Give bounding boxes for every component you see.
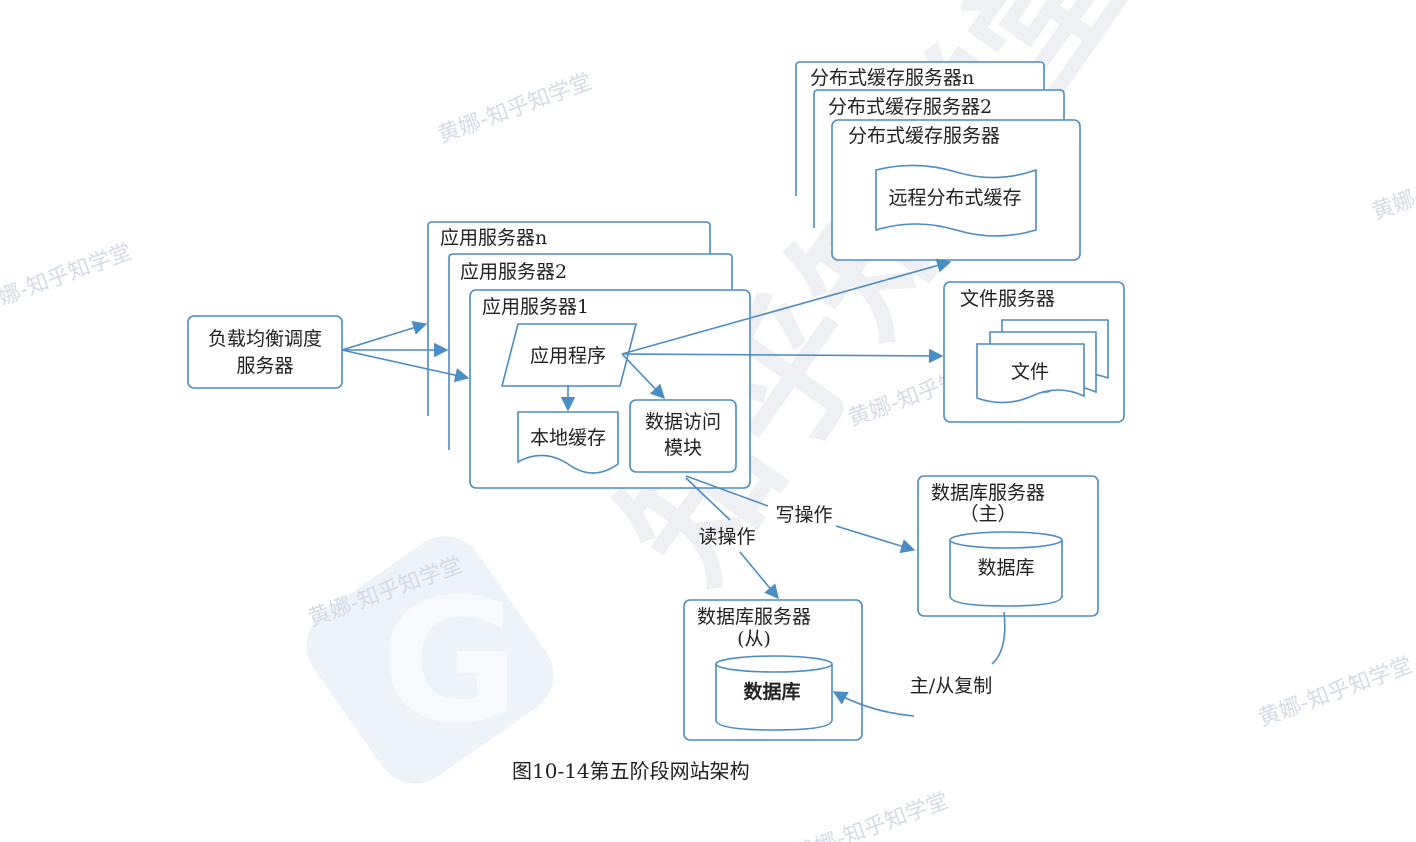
edge-replication-label: 主/从复制 — [910, 675, 992, 697]
app-server-2-label: 应用服务器2 — [460, 261, 567, 283]
db-master-cylinder: 数据库 — [949, 531, 1063, 607]
cache-server-n-label: 分布式缓存服务器n — [810, 67, 974, 89]
remote-cache-node: 远程分布式缓存 — [875, 164, 1037, 237]
app-server-stack: 应用服务器n 应用服务器2 应用服务器1 应用程序 本地缓存 数据访问 模块 — [427, 221, 751, 489]
remote-cache-label: 远程分布式缓存 — [888, 187, 1021, 209]
db-slave-cylinder-top — [715, 655, 833, 673]
load-balancer-node: 负载均衡调度 服务器 — [187, 315, 343, 389]
local-cache-node: 本地缓存 — [517, 411, 619, 474]
app-program-label: 应用程序 — [530, 345, 606, 367]
edge-replication-segment-b — [832, 691, 915, 717]
watermark-text: 黄娜-知乎知学堂 — [435, 69, 596, 148]
edge-write-label: 写操作 — [775, 504, 832, 526]
file-server-node: 文件服务器 文件 — [943, 281, 1125, 423]
edge-lb-to-app-1 — [341, 349, 470, 383]
data-access-label-line1: 数据访问 — [645, 411, 721, 433]
watermark-text: 黄娜-知乎知学堂 — [1369, 146, 1416, 225]
figure-caption: 图10-14第五阶段网站架构 — [512, 759, 750, 783]
edge-write-segment-a — [685, 475, 769, 507]
data-access-box — [629, 399, 737, 473]
db-master-title-line1: 数据库服务器 — [931, 482, 1045, 504]
edge-app-to-file-server — [621, 348, 944, 364]
db-slave-cylinder: 数据库 — [715, 655, 833, 731]
file-doc-front — [976, 343, 1085, 404]
local-cache-shape — [517, 411, 619, 474]
data-access-label-line2: 模块 — [664, 437, 702, 459]
db-master-cylinder-body — [949, 540, 1063, 607]
cache-server-1-label: 分布式缓存服务器 — [848, 125, 1000, 147]
watermark-logo-letter: G — [380, 563, 520, 761]
app-server-n-label: 应用服务器n — [440, 227, 547, 249]
edge-read-segment-b — [739, 551, 779, 600]
edge-app-to-remote-cache — [621, 258, 952, 355]
db-slave-title-line2: (从) — [737, 628, 771, 650]
app-program-shape — [500, 323, 638, 387]
watermark-text: 黄娜-知乎知学堂 — [1255, 653, 1416, 732]
db-slave-title-line1: 数据库服务器 — [697, 606, 811, 628]
watermark-logo: G — [306, 536, 554, 784]
db-master-node: 数据库服务器 （主） 数据库 — [917, 475, 1099, 617]
edge-app-to-data-access — [621, 353, 665, 400]
edge-write-segment-b — [835, 525, 916, 554]
load-balancer-label-line2: 服务器 — [236, 355, 293, 377]
watermark-text: 黄娜-知乎知学堂 — [0, 239, 135, 318]
db-slave-cylinder-body — [715, 664, 833, 731]
file-label: 文件 — [1011, 361, 1049, 383]
edge-read-segment-a — [685, 477, 731, 521]
local-cache-label: 本地缓存 — [530, 427, 606, 449]
load-balancer-label-line1: 负载均衡调度 — [208, 328, 322, 350]
db-master-title-line2: （主） — [959, 503, 1016, 525]
remote-cache-shape — [875, 164, 1037, 237]
edge-lb-to-app-n — [341, 320, 428, 351]
app-server-1-label: 应用服务器1 — [482, 296, 589, 318]
db-master-cylinder-top — [949, 531, 1063, 549]
app-program-node: 应用程序 — [500, 323, 638, 387]
cache-server-stack: 分布式缓存服务器n 分布式缓存服务器2 分布式缓存服务器 远程分布式缓存 — [795, 61, 1081, 261]
data-access-node: 数据访问 模块 — [629, 399, 737, 473]
db-slave-db-label: 数据库 — [743, 680, 800, 703]
edges: 写操作 读操作 主/从复制 — [341, 258, 1006, 717]
file-server-label: 文件服务器 — [960, 288, 1055, 310]
cache-server-2-label: 分布式缓存服务器2 — [828, 96, 992, 118]
edge-replication-segment-a — [991, 611, 1006, 665]
edge-read-label: 读操作 — [698, 526, 755, 548]
db-slave-node: 数据库服务器 (从) 数据库 — [683, 599, 863, 741]
watermark-text: 黄娜-知乎知学堂 — [791, 789, 952, 842]
db-master-db-label: 数据库 — [977, 557, 1034, 579]
load-balancer-box — [187, 315, 343, 389]
